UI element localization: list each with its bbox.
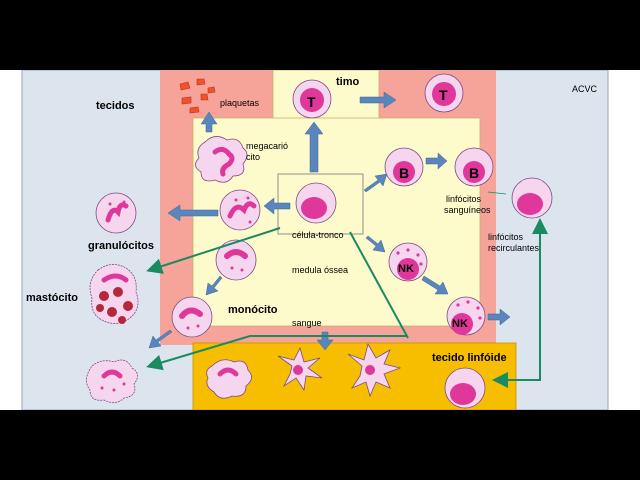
arrow-monocyte-out — [148, 329, 173, 349]
marrow-nk-letter: NK — [398, 263, 414, 275]
blood-b-cell — [454, 147, 494, 187]
thymus-label: timo — [336, 76, 360, 88]
monocyte-label: monócito — [228, 304, 278, 316]
tissue-macrophage — [86, 359, 138, 403]
megakaryocyte-cell — [195, 136, 248, 183]
diagram-stage: ACVC tecidos plaquetas timo megacarió ci… — [0, 70, 640, 410]
tissue-lymphocyte — [444, 367, 486, 409]
lymphoid-macrophage — [206, 359, 252, 399]
mastocyte-label: mastócito — [26, 292, 78, 304]
arrow-nk-to-blood — [421, 275, 449, 295]
blood-b-letter: B — [469, 165, 480, 181]
arrow-stem-to-granulocyte — [263, 197, 291, 215]
green-arrow-to-mastocyte — [146, 227, 281, 274]
lymphoid-tissue-label: tecido linfóide — [432, 352, 507, 364]
blood-nk-cell — [446, 296, 486, 336]
granulocytes-label: granulócitos — [88, 240, 155, 252]
lymphoid-dendritic-cell-1 — [277, 346, 323, 392]
arrow-stem-to-nk — [365, 235, 386, 253]
lymphoid-dendritic-cell-2 — [347, 342, 402, 398]
recirculating-lymphocyte — [511, 177, 553, 219]
recirculating-lymphocytes-label-2: recirculantes — [488, 243, 540, 253]
marrow-granulocyte — [219, 189, 261, 231]
arrow-granulocyte-out — [167, 204, 219, 222]
arrow-to-lymphoid — [316, 331, 334, 351]
arrow-stem-to-b — [363, 173, 388, 193]
stem-cell-label: célula-tronco — [292, 230, 344, 240]
green-arrow-stem-to-lymphoid — [349, 231, 409, 339]
arrow-thymus-to-t — [359, 91, 397, 109]
mature-t-cell — [424, 73, 464, 113]
blood-lymphocytes-label-1: linfócitos — [446, 194, 482, 204]
marrow-b-cell — [384, 147, 424, 187]
platelets-label: plaquetas — [220, 98, 260, 108]
blue-arrows — [148, 91, 511, 351]
blood-lymphocytes-label-2: sanguíneos — [444, 205, 491, 215]
mature-t-letter: T — [439, 87, 448, 103]
arrow-monocyte-down — [205, 275, 223, 296]
platelets — [179, 78, 216, 114]
green-arrows — [146, 191, 548, 388]
megakaryocyte-label-2: cito — [246, 152, 261, 162]
blood-label: sangue — [292, 318, 322, 328]
arrow-stem-to-thymus — [304, 121, 324, 173]
marrow-nk-cell — [388, 242, 428, 282]
marrow-monocyte — [215, 239, 257, 281]
arrow-b-to-blood — [425, 152, 448, 170]
recirculating-lymphocytes-label-1: linfócitos — [488, 232, 524, 242]
thymus-t-cell — [292, 79, 332, 119]
marrow-b-letter: B — [399, 165, 410, 181]
arrow-mega-to-platelets — [200, 111, 218, 133]
thymus-t-letter: T — [307, 94, 316, 110]
blood-nk-letter: NK — [452, 318, 468, 330]
mast-cell — [89, 264, 139, 324]
blood-monocyte — [171, 296, 213, 338]
double-arrow-blood-recirc — [487, 191, 507, 195]
tissue-granulocyte — [95, 192, 137, 234]
corner-label: ACVC — [572, 84, 598, 94]
bone-marrow-label: medula óssea — [292, 265, 349, 275]
green-arrow-to-macrophage — [146, 335, 406, 371]
megakaryocyte-label-1: megacarió — [246, 141, 289, 151]
hematopoiesis-diagram — [21, 70, 609, 410]
tissues-label: tecidos — [96, 100, 135, 112]
stem-cell — [295, 182, 337, 224]
arrow-nk-out — [487, 308, 511, 326]
